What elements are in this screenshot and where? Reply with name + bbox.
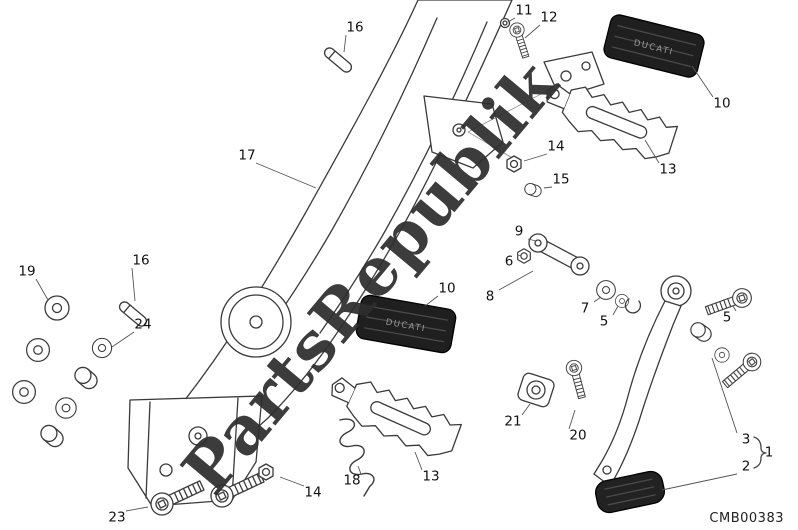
leader-line-15 [543, 186, 553, 189]
leader-line-14 [279, 476, 305, 487]
leader-line-5 [732, 305, 737, 312]
leader-line-13 [644, 139, 660, 164]
leader-line-16 [131, 267, 136, 302]
leader-line-6 [517, 254, 522, 257]
leader-line-13 [414, 451, 423, 471]
leader-lines [35, 17, 738, 512]
group-brace [753, 436, 767, 469]
gear-lever [517, 275, 765, 514]
leader-line-19 [35, 278, 49, 301]
leader-line-18 [357, 465, 362, 475]
return-spring [339, 418, 375, 497]
leader-line-7 [593, 296, 602, 303]
leader-line-24 [111, 331, 135, 348]
leader-line-9 [527, 238, 537, 242]
leader-line-21 [521, 403, 531, 416]
leader-line-14 [523, 153, 548, 162]
leader-line-11 [507, 17, 516, 23]
leader-line-10 [424, 295, 439, 307]
leader-line-8 [498, 270, 534, 291]
left-hardware [11, 295, 150, 451]
leader-line-2 [661, 473, 738, 491]
catalog-code: CMB00383 [709, 511, 784, 526]
leader-line-23 [125, 506, 149, 512]
lever-rubber-tip [594, 470, 666, 514]
leader-line-20 [568, 409, 576, 430]
front-footpeg-assembly [506, 12, 707, 199]
leader-line-10 [691, 65, 714, 98]
leader-line-3 [711, 357, 738, 434]
rear-footpeg-assembly [321, 293, 465, 497]
leader-line-17 [255, 162, 317, 189]
leader-line-16 [343, 34, 347, 53]
swingarm [127, 0, 546, 507]
shift-plate [517, 372, 555, 408]
leader-line-12 [524, 24, 541, 39]
leader-line-5 [612, 305, 619, 316]
top-fasteners [321, 17, 534, 75]
shift-linkage [517, 233, 642, 314]
